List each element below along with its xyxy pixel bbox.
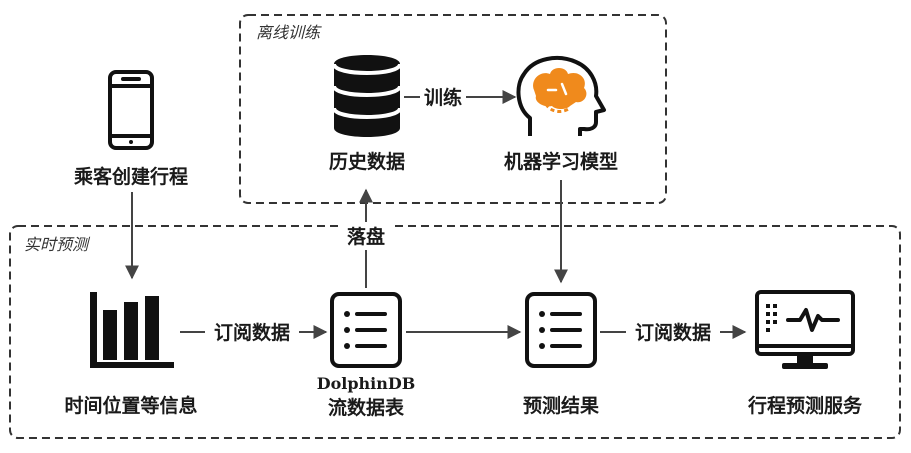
node-prediction-result-label: 预测结果: [523, 394, 599, 417]
list-icon: [330, 292, 402, 368]
edge-label-subscribe-2: 订阅数据: [635, 321, 711, 344]
node-history-label: 历史数据: [329, 150, 405, 173]
node-passenger: 乘客创建行程: [73, 70, 188, 188]
node-ml-model-label: 机器学习模型: [504, 150, 618, 173]
list-icon: [525, 292, 597, 368]
edge-label-train: 训练: [424, 86, 462, 109]
edge-label-subscribe-1: 订阅数据: [214, 321, 290, 344]
monitor-pulse-icon: [755, 290, 855, 369]
node-passenger-label: 乘客创建行程: [73, 165, 188, 188]
node-prediction-service: 行程预测服务: [747, 290, 863, 417]
brain-head-icon: [516, 56, 606, 136]
node-location-info-label: 时间位置等信息: [64, 394, 197, 417]
node-stream-table: DolphinDB 流数据表: [317, 292, 416, 419]
node-ml-model: 机器学习模型: [504, 56, 618, 173]
smartphone-icon: [108, 70, 154, 150]
node-stream-table-label-line1: DolphinDB: [317, 374, 416, 393]
realtime-prediction-group: 实时预测: [9, 225, 901, 439]
node-prediction-result: 预测结果: [523, 292, 599, 417]
node-location-info: 时间位置等信息: [64, 292, 198, 417]
node-stream-table-label-line2: 流数据表: [328, 396, 405, 419]
edge-label-persist: 落盘: [347, 225, 385, 248]
node-prediction-service-label: 行程预测服务: [747, 394, 863, 417]
realtime-prediction-label: 实时预测: [24, 235, 91, 254]
node-history: 历史数据: [329, 55, 405, 173]
offline-training-label: 离线训练: [256, 23, 322, 42]
database-icon: [332, 55, 402, 137]
bar-chart-icon: [90, 292, 174, 368]
offline-training-group: 离线训练: [239, 14, 667, 204]
